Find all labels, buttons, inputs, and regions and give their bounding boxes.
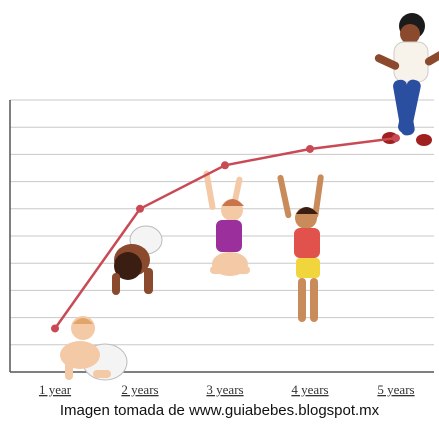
data-point-2 <box>136 204 144 213</box>
running-child-icon <box>374 13 439 146</box>
x-tick-label: 5 years <box>377 382 414 397</box>
x-tick-labels: 1 year 2 years 3 years 4 years 5 years <box>39 382 415 397</box>
x-tick-label: 1 year <box>39 382 72 397</box>
crawling-baby-icon <box>60 316 128 381</box>
x-tick-label: 3 years <box>206 382 243 397</box>
standing-child-reaching-icon <box>277 174 324 322</box>
crawling-toddler-icon <box>112 225 163 295</box>
chart-canvas: 1 year 2 years 3 years 4 years 5 years <box>9 13 439 397</box>
kneeling-child-reaching-icon <box>203 170 250 276</box>
x-tick-label: 4 years <box>291 382 328 397</box>
data-points <box>51 134 400 333</box>
x-tick-label: 2 years <box>121 382 158 397</box>
axes <box>9 100 434 373</box>
data-point-4 <box>306 144 314 153</box>
data-point-1 <box>51 324 59 333</box>
image-caption: Imagen tomada de www.guiabebes.blogspot.… <box>59 402 380 419</box>
data-point-3 <box>221 161 229 170</box>
data-point-5 <box>392 134 400 143</box>
